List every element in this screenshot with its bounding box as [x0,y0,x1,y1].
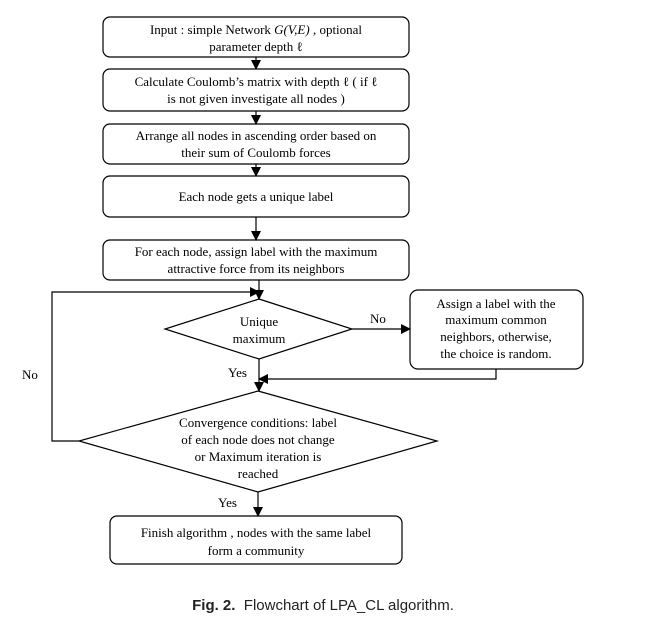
input-node: Input : simple Network G(V,E) , optional… [102,16,410,58]
input-node-line-2: parameter depth ℓ [209,39,303,54]
finish-node-line-2: form a community [208,543,305,558]
assign-label-node: For each node, assign label with the max… [102,239,410,281]
finish-node-line-1: Finish algorithm , nodes with the same l… [141,525,372,540]
convergence-line-1: Convergence conditions: label [179,415,337,430]
unique-maximum-line-2: maximum [233,331,286,346]
unique-label-node: Each node gets a unique label [102,175,410,218]
assign-label-node-line-1: For each node, assign label with the max… [135,244,378,259]
unique-no-label: No [370,311,386,326]
common-neighbors-node: Assign a label with the maximum common n… [409,289,584,370]
figure-caption: Fig. 2. Flowchart of LPA_CL algorithm. [0,597,646,614]
common-neighbors-line-2: maximum common [445,312,547,327]
unique-yes-label: Yes [228,365,247,380]
convergence-line-3: or Maximum iteration is [195,449,322,464]
convergence-line-2: of each node does not change [181,432,335,447]
common-neighbors-line-1: Assign a label with the [436,296,555,311]
coulomb-node-line-2: is not given investigate all nodes ) [167,91,345,106]
unique-maximum-line-1: Unique [240,314,279,329]
unique-label-node-text: Each node gets a unique label [179,189,334,204]
figure-caption-text: Flowchart of LPA_CL algorithm. [243,597,454,614]
convergence-yes-label: Yes [218,495,237,510]
figure-caption-label: Fig. 2. [192,597,236,614]
convergence-no-label: No [22,367,38,382]
convergence-decision: Convergence conditions: label of each no… [76,390,440,493]
unique-maximum-decision: Unique maximum [163,298,354,360]
convergence-line-4: reached [238,466,279,481]
finish-node: Finish algorithm , nodes with the same l… [109,515,403,565]
arrange-node-line-1: Arrange all nodes in ascending order bas… [136,128,377,143]
assign-label-node-line-2: attractive force from its neighbors [168,261,345,276]
edge-convergence-no-loop [51,287,260,442]
common-neighbors-line-3: neighbors, otherwise, [440,329,552,344]
coulomb-node: Calculate Coulomb’s matrix with depth ℓ … [102,68,410,112]
edge-common-return [258,369,497,384]
arrange-node: Arrange all nodes in ascending order bas… [102,123,410,165]
arrange-node-line-2: their sum of Coulomb forces [181,145,330,160]
input-node-line-1: Input : simple Network G(V,E) , optional [150,22,362,37]
common-neighbors-line-4: the choice is random. [440,346,551,361]
coulomb-node-line-1: Calculate Coulomb’s matrix with depth ℓ … [135,74,378,89]
